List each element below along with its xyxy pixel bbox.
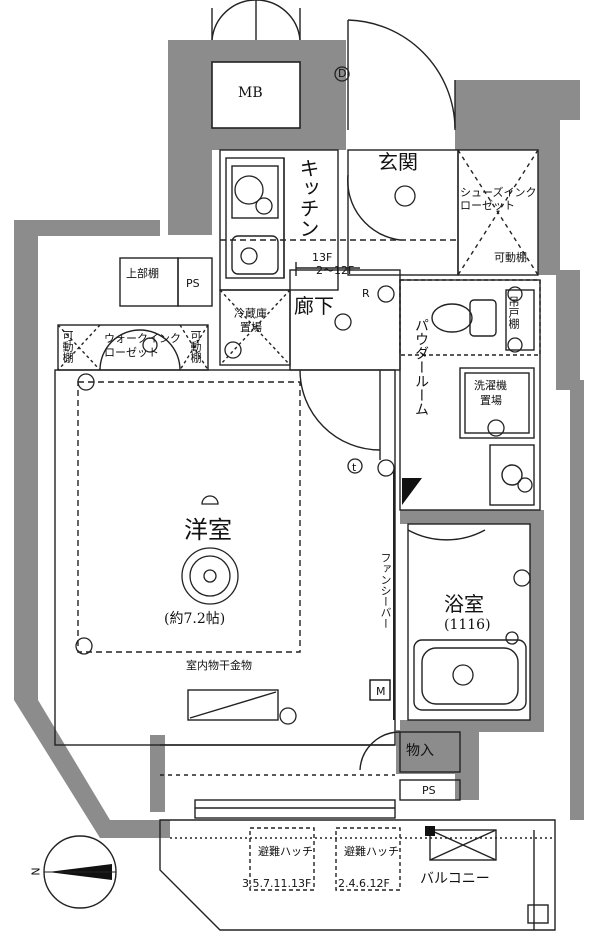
hatch-left-floors: 3.5.7.11.13F [242, 877, 312, 890]
walls [14, 40, 584, 838]
storage-label: 物入 [406, 743, 434, 759]
partition-lines [54, 0, 556, 931]
indoor-drying-label: 室内物干金物 [186, 659, 252, 672]
hatch-right-title: 避難ハッチ [344, 845, 399, 858]
hatch-left-title: 避難ハッチ [258, 845, 313, 858]
floor-13f-label: 13F [312, 251, 333, 264]
shoe-closet-label: シューズインクローゼット [460, 186, 537, 213]
ps-bottom-label: PS [422, 784, 436, 797]
kitchen-label: キッチン [296, 158, 320, 238]
fancy-bar-label: ファンシーバー [379, 552, 392, 629]
balcony-label: バルコニー [420, 871, 490, 887]
fixtures [75, 66, 533, 725]
r-mark: R [362, 287, 370, 300]
mb-label: MB [238, 85, 263, 101]
upper-shelf-label: 上部棚 [126, 267, 159, 280]
bathroom-label: 浴室 [444, 592, 484, 616]
walkin-closet-label: ウォークインクローゼット [104, 332, 181, 360]
ps-top-label: PS [186, 277, 200, 290]
entrance-label: 玄関 [378, 150, 418, 174]
t-mark: t [352, 461, 357, 474]
m-mark: M [376, 685, 386, 698]
movable-shelf-entrance-label: 可動棚 [494, 251, 527, 264]
fridge-space-line1: 冷蔵庫 [234, 307, 267, 320]
hanging-shelf-label: 吊戸棚 [507, 296, 520, 329]
corridor-label: 廊下 [294, 294, 334, 318]
compass-north-label: N [29, 867, 43, 876]
compass-icon [43, 835, 117, 909]
hatch-right-floors: 2.4.6.12F [338, 877, 390, 890]
laundry-line2: 置場 [480, 394, 502, 407]
d-mark: D [338, 67, 347, 80]
fridge-space-line2: 置場 [240, 321, 262, 334]
movable-shelf-right-label: 可動棚 [189, 330, 202, 363]
powder-room-label: パウダールーム [413, 318, 429, 416]
laundry-line1: 洗濯機 [474, 379, 507, 392]
floor-2-12f-label: 2～12F [316, 264, 355, 277]
bathroom-size: (1116) [444, 617, 491, 633]
movable-shelf-left-label: 可動棚 [61, 330, 74, 363]
western-room-label: 洋室 [184, 516, 232, 544]
solid-fixtures [369, 478, 435, 836]
western-room-size: (約7.2帖) [164, 611, 226, 627]
